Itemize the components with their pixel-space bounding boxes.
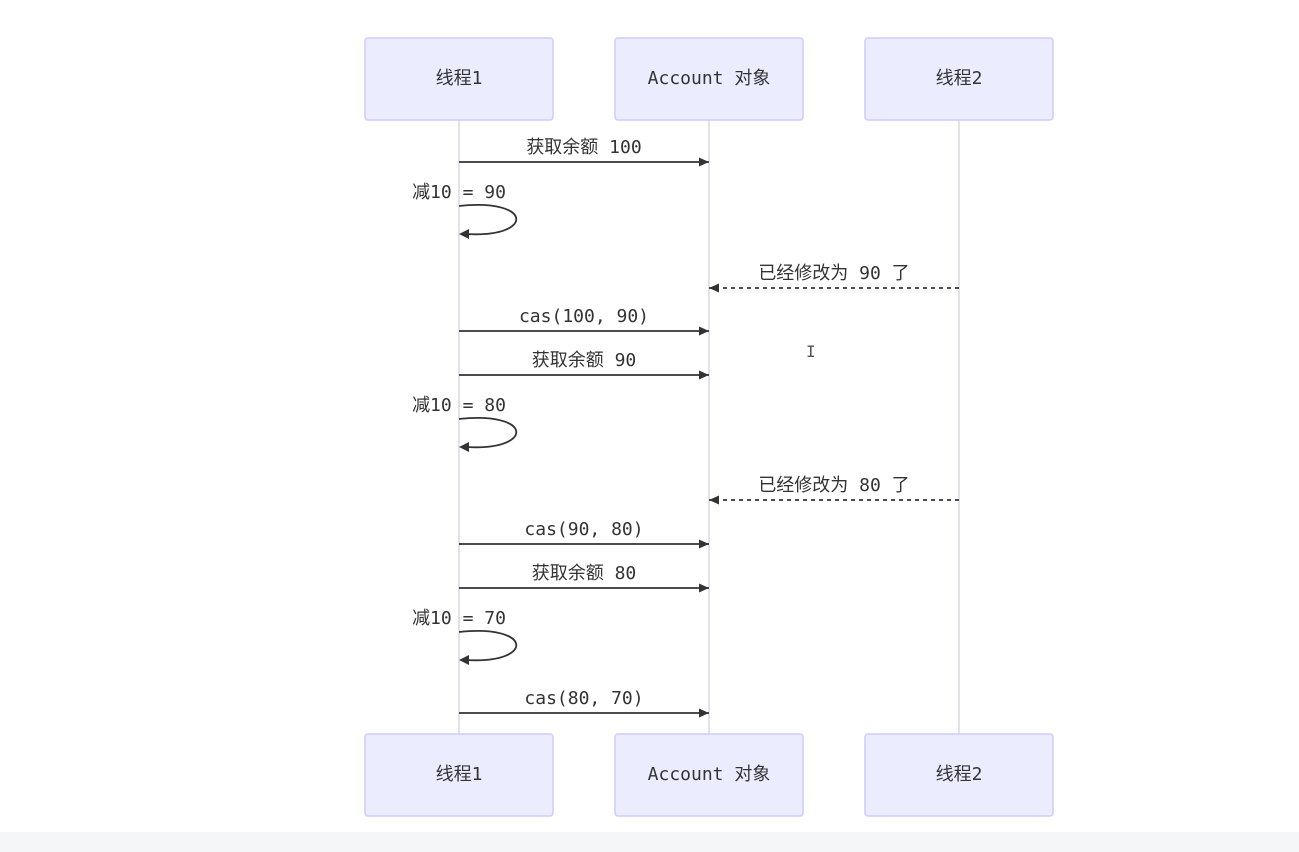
arrowhead <box>699 157 709 167</box>
message-label: cas(100, 90) <box>519 306 649 327</box>
self-message-loop <box>458 630 518 662</box>
message-0: 获取余额 100 <box>459 137 709 167</box>
message-8: 获取余额 80 <box>459 563 709 593</box>
actor-t1-top: 线程1 <box>364 37 554 121</box>
text-cursor-icon: I <box>806 342 816 361</box>
message-9: 减10 = 70 <box>412 608 518 665</box>
actor-t2-bottom: 线程2 <box>864 733 1054 817</box>
arrowhead <box>699 583 709 593</box>
actor-label: Account 对象 <box>648 764 771 785</box>
actor-box <box>364 37 554 121</box>
message-6: 已经修改为 80 了 <box>709 475 959 505</box>
arrowhead <box>459 229 469 239</box>
message-label: 获取余额 90 <box>532 350 637 371</box>
actor-label: Account 对象 <box>648 68 771 89</box>
actor-t1-bottom: 线程1 <box>364 733 554 817</box>
actor-box <box>614 733 804 817</box>
actor-acc-top: Account 对象 <box>614 37 804 121</box>
message-4: 获取余额 90 <box>459 350 709 380</box>
message-label: 已经修改为 80 了 <box>758 475 909 496</box>
message-label: 获取余额 80 <box>532 563 637 584</box>
arrowhead <box>709 495 719 505</box>
bottom-scroll-area <box>0 832 1299 852</box>
actor-label: 线程2 <box>936 68 983 89</box>
arrowhead <box>709 283 719 293</box>
self-message-label: 减10 = 90 <box>412 182 506 203</box>
self-message-loop <box>458 417 518 449</box>
message-label: cas(80, 70) <box>524 688 643 709</box>
actor-box <box>364 733 554 817</box>
arrowhead <box>699 326 709 336</box>
self-message-loop <box>458 204 518 236</box>
self-message-label: 减10 = 80 <box>412 395 506 416</box>
actor-box <box>614 37 804 121</box>
arrowhead <box>699 539 709 549</box>
actor-box <box>864 37 1054 121</box>
arrowhead <box>459 442 469 452</box>
actor-acc-bottom: Account 对象 <box>614 733 804 817</box>
arrowhead <box>699 708 709 718</box>
messages: 获取余额 100 减10 = 90 已经修改为 90 了 cas(100, 90) 获取… <box>412 137 959 718</box>
message-5: 减10 = 80 <box>412 395 518 452</box>
message-label: cas(90, 80) <box>524 519 643 540</box>
actors-top: 线程1 Account 对象 线程2 <box>364 37 1054 121</box>
actor-label: 线程2 <box>936 764 983 785</box>
message-label: 已经修改为 90 了 <box>758 263 909 284</box>
message-2: 已经修改为 90 了 <box>709 263 959 293</box>
lifelines <box>458 120 960 734</box>
message-7: cas(90, 80) <box>459 519 709 549</box>
message-label: 获取余额 100 <box>526 137 641 158</box>
arrowhead <box>459 655 469 665</box>
message-1: 减10 = 90 <box>412 182 518 239</box>
actor-box <box>864 733 1054 817</box>
actors-bottom: 线程1 Account 对象 线程2 <box>364 733 1054 817</box>
arrowhead <box>699 370 709 380</box>
message-10: cas(80, 70) <box>459 688 709 718</box>
actor-label: 线程1 <box>436 68 483 89</box>
actor-t2-top: 线程2 <box>864 37 1054 121</box>
self-message-label: 减10 = 70 <box>412 608 506 629</box>
message-3: cas(100, 90) <box>459 306 709 336</box>
actor-label: 线程1 <box>436 764 483 785</box>
